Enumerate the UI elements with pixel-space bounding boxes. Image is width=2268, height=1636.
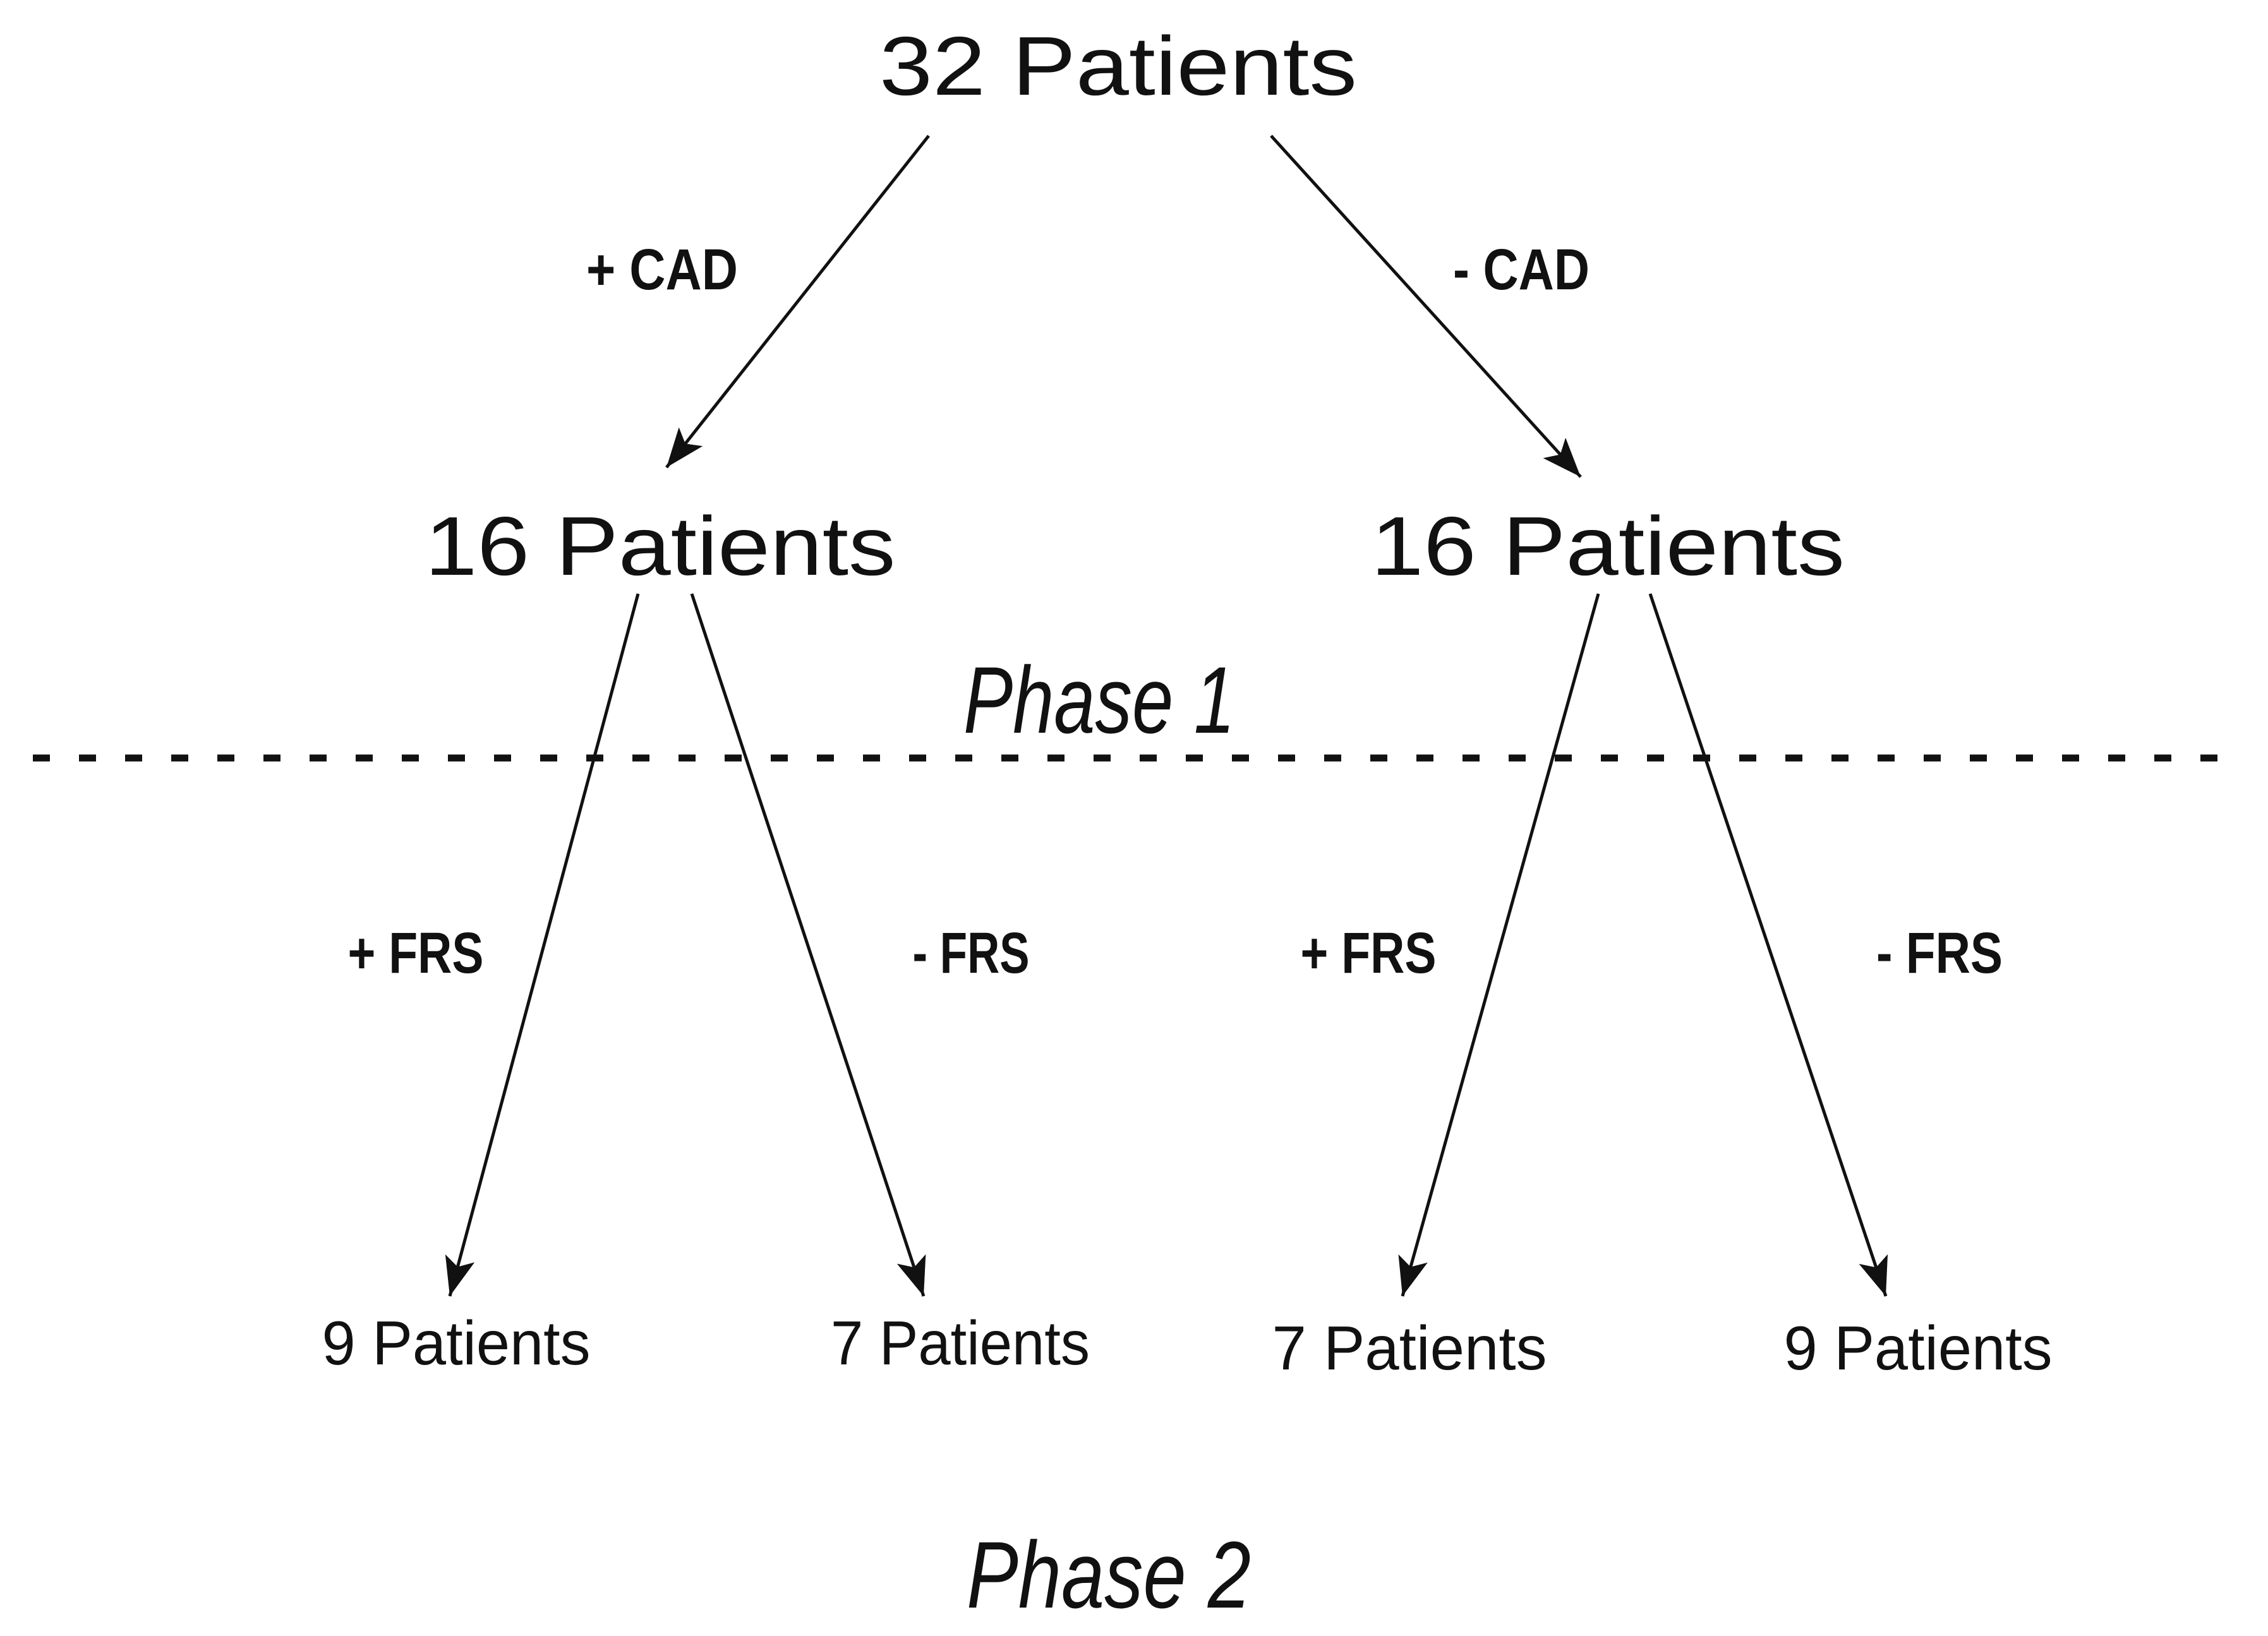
edge-label-cad-positive: + CAD (586, 238, 738, 302)
arrow-root-to-cad-negative (1270, 135, 1582, 478)
phase1-label: Phase 1 (963, 647, 1235, 753)
leaf-node-cadpos-frsneg: 7 Patients (831, 1308, 1090, 1378)
cad-negative-node-label: 16 Patients (1371, 500, 1845, 592)
arrow-cadpos-to-frs-negative (690, 593, 926, 1297)
leaf-node-cadneg-frspos: 7 Patients (1272, 1313, 1547, 1383)
arrow-cadneg-to-frs-positive (1398, 593, 1600, 1297)
leaf-node-cadpos-frspos: 9 Patients (322, 1308, 591, 1378)
edge-label-frs-negative-right: - FRS (1876, 921, 2003, 985)
leaf-node-cadneg-frsneg: 9 Patients (1784, 1313, 2053, 1383)
edge-label-cad-negative: - CAD (1453, 238, 1589, 302)
edge-label-frs-positive-right: + FRS (1301, 921, 1437, 985)
edge-label-frs-negative-left: - FRS (913, 921, 1030, 985)
root-node-label: 32 Patients (879, 20, 1357, 112)
arrow-root-to-cad-positive (665, 135, 930, 469)
cad-positive-node-label: 16 Patients (425, 500, 896, 592)
edge-label-frs-positive-left: + FRS (348, 921, 484, 985)
arrow-cadneg-to-frs-negative (1648, 593, 1888, 1297)
phase2-label: Phase 2 (967, 1522, 1251, 1628)
arrow-cadpos-to-frs-positive (445, 593, 640, 1297)
